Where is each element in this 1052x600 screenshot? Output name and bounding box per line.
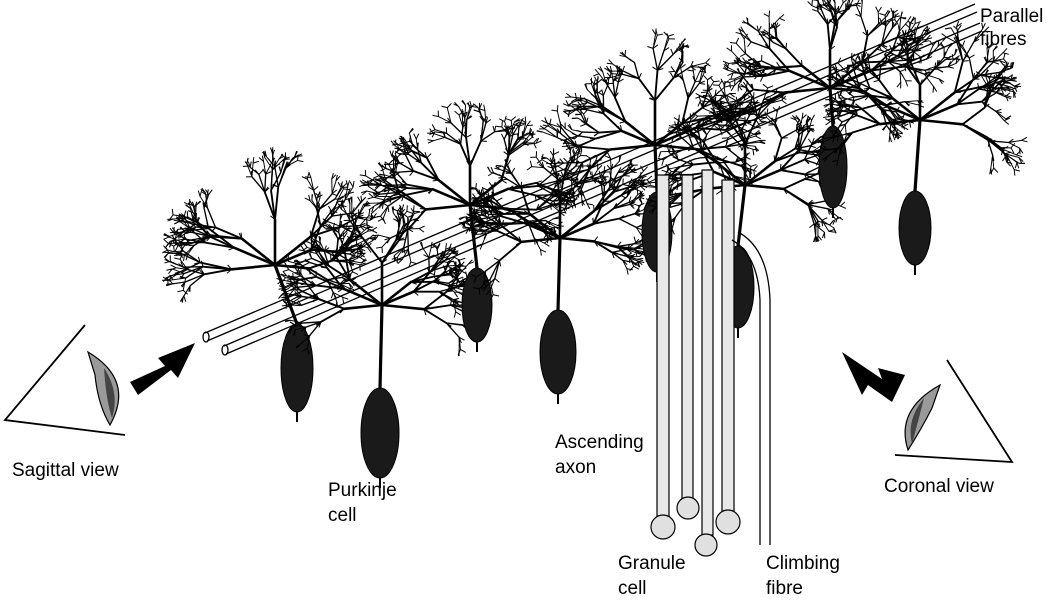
purkinje-soma <box>361 388 399 478</box>
purkinje-cells <box>162 0 1027 488</box>
sagittal-arrow-icon <box>130 343 195 395</box>
coronal-view-label: Coronal view <box>884 476 994 497</box>
dendritic-tree <box>162 147 379 324</box>
purkinje-cell-2 <box>277 197 490 488</box>
coronal-eye-icon <box>895 360 1012 462</box>
climbing-fibre-label: Climbing fibre <box>766 553 845 599</box>
granule-cell-2 <box>677 497 699 519</box>
purkinje-cell-1 <box>162 147 379 422</box>
purkinje-soma <box>899 191 931 265</box>
purkinje-soma <box>462 268 492 342</box>
ascending-axon-label: Ascending axon <box>555 432 649 478</box>
granule-cell-4 <box>716 510 740 534</box>
sagittal-view-label: Sagittal view <box>12 460 119 481</box>
granule-cell-label: Granule cell <box>618 553 691 599</box>
purkinje-cell-8 <box>818 21 1028 275</box>
coronal-arrow-icon <box>842 352 905 402</box>
dendritic-tree <box>709 0 944 150</box>
parallel-fibres-label: Parallel fibres <box>980 6 1049 50</box>
purkinje-cell-6 <box>646 79 846 338</box>
granule-cell-3 <box>695 534 717 556</box>
sagittal-eye-icon <box>5 325 125 435</box>
granule-cell-1 <box>651 515 675 539</box>
purkinje-cell-label: Purkinje cell <box>328 480 402 526</box>
ascending-axons <box>657 158 740 536</box>
purkinje-soma <box>540 310 576 394</box>
